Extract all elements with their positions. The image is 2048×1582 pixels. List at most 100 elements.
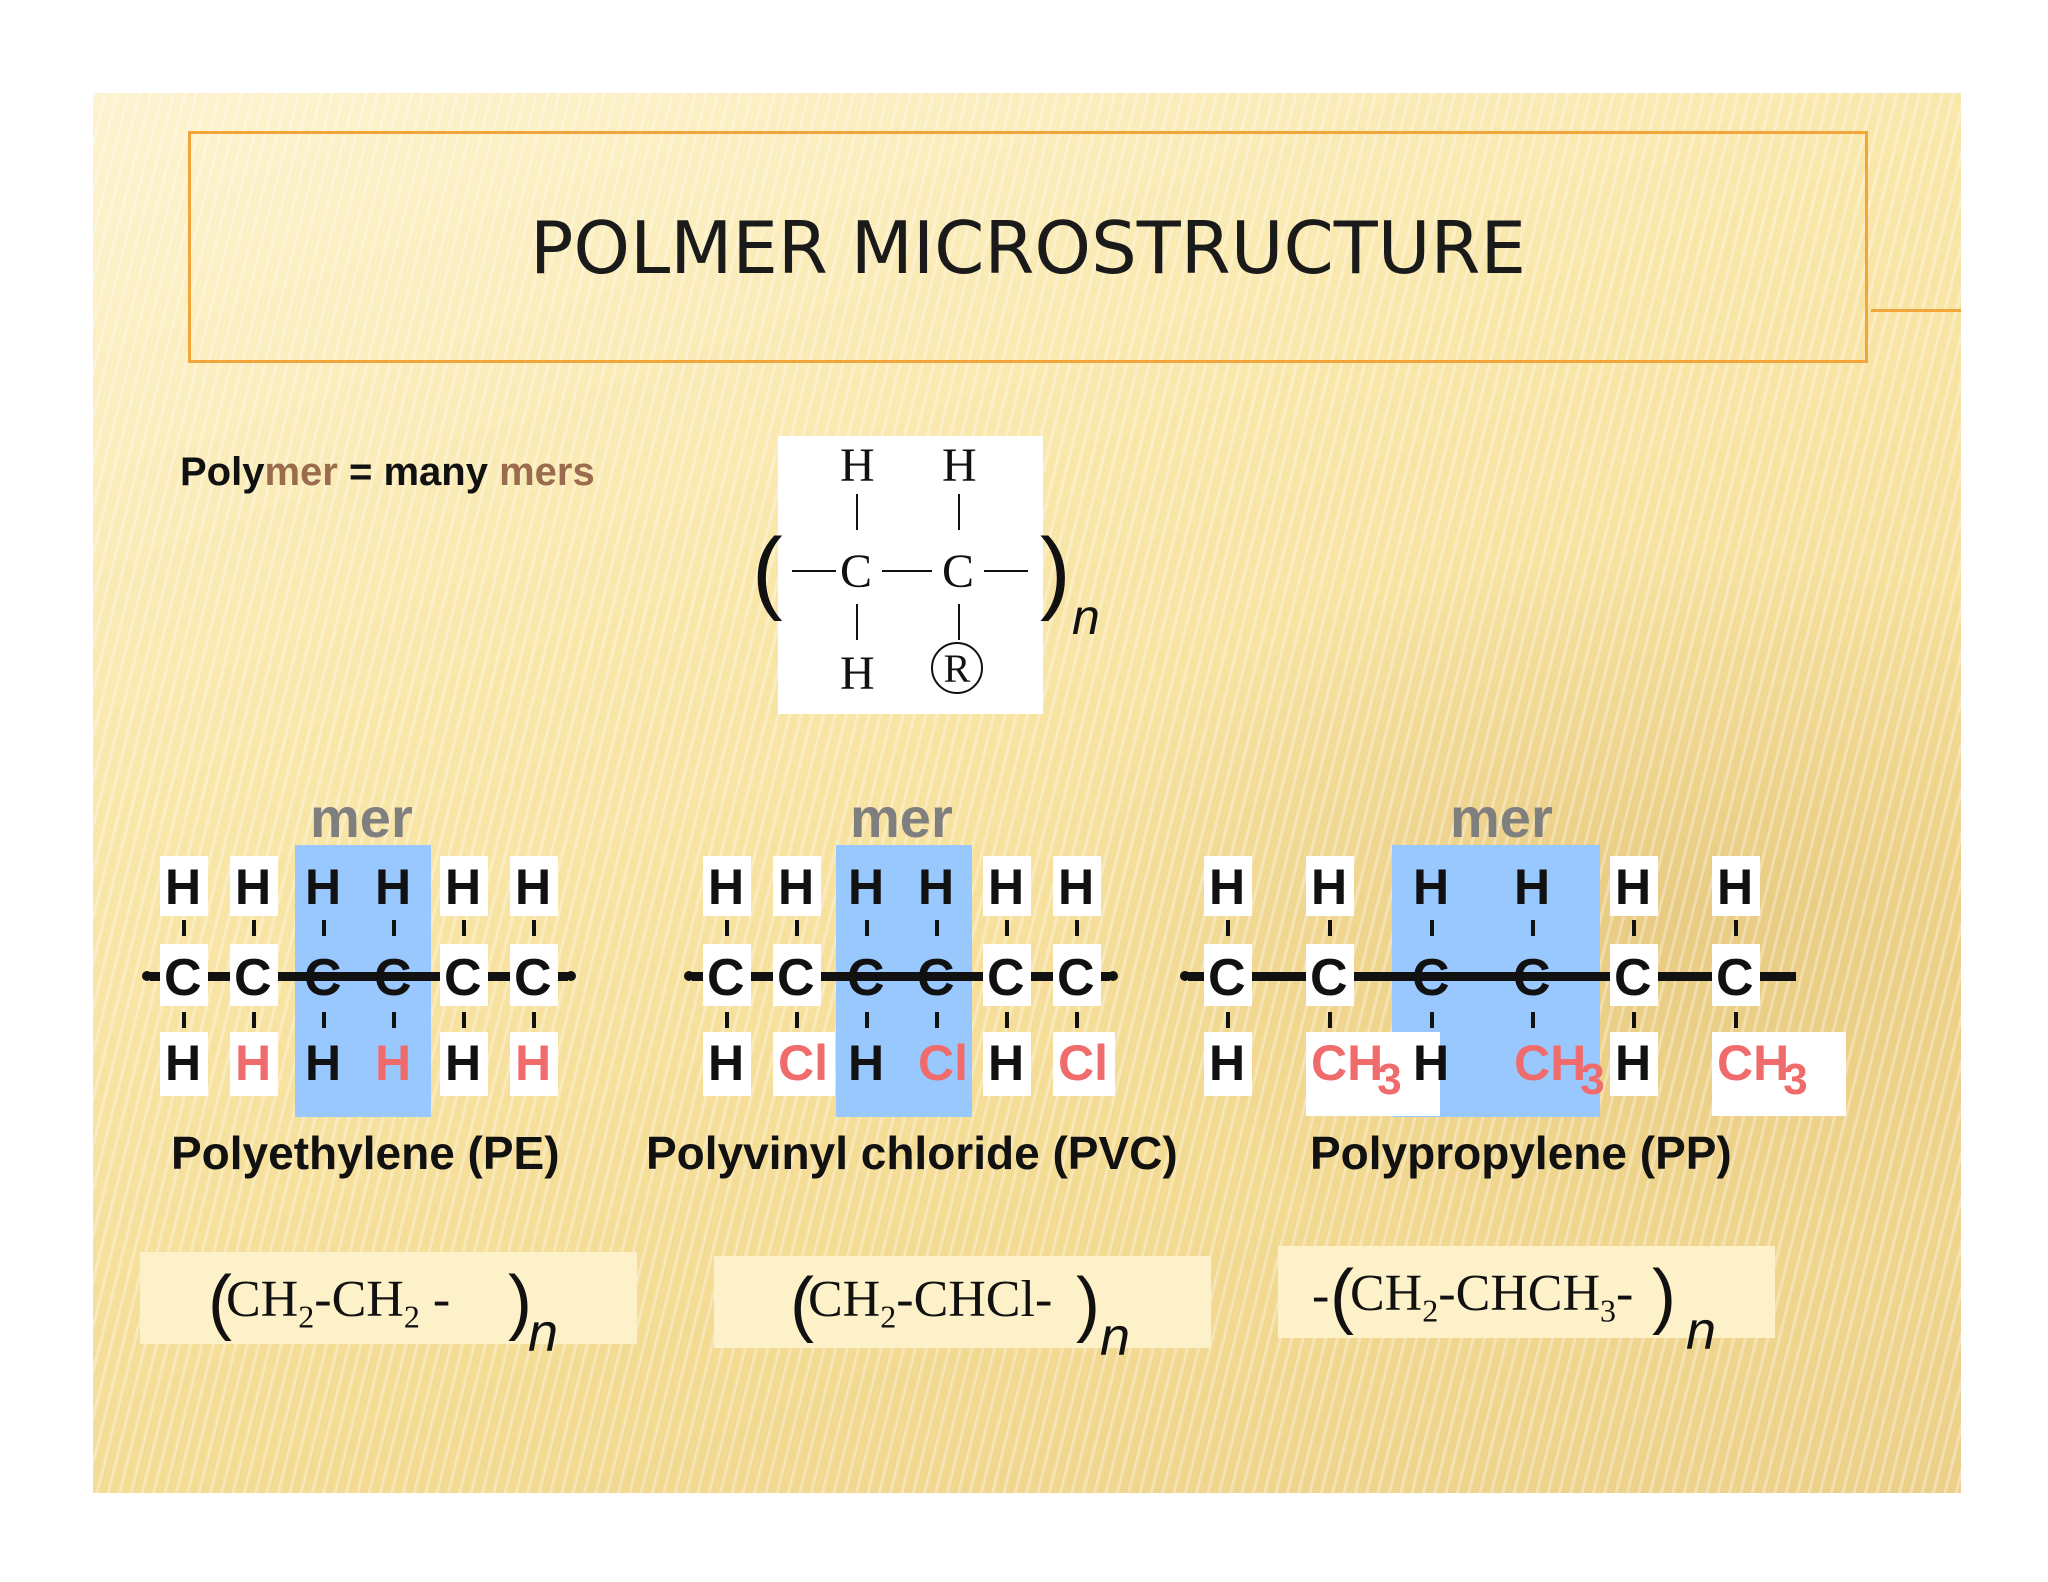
atom-top-h: H (1311, 859, 1348, 915)
atom-substituent: CH3 (1311, 1035, 1408, 1102)
atom-backdrop (160, 856, 208, 916)
atom-carbon: C (1310, 949, 1348, 1007)
vertical-bond (935, 920, 939, 936)
vertical-bond (795, 920, 799, 936)
atom-bottom-h: H (1413, 1035, 1450, 1091)
mer-highlight (836, 845, 972, 1117)
intro-equals: = many (337, 450, 500, 494)
atom-backdrop (1712, 944, 1760, 1006)
ch3-subscript: 3 (1783, 1055, 1808, 1104)
atom-carbon: C (374, 949, 412, 1007)
atom-carbon: C (1513, 949, 1551, 1007)
generic-open-paren: ( (752, 520, 783, 622)
formula-box-pvc (714, 1256, 1211, 1348)
vertical-bond (725, 920, 729, 936)
generic-bond (882, 570, 932, 572)
backbone-bond (150, 972, 568, 981)
vertical-bond (252, 1012, 256, 1028)
atom-bottom-h: H (1209, 1035, 1246, 1091)
generic-top-left-h: H (840, 439, 875, 492)
atom-backdrop (1610, 1032, 1658, 1096)
vertical-bond (865, 1012, 869, 1028)
atom-top-h: H (1413, 859, 1450, 915)
atom-top-h: H (1717, 859, 1754, 915)
atom-top-h: H (305, 859, 342, 915)
vertical-bond (182, 920, 186, 936)
atom-substituent: CH3 (1514, 1038, 1611, 1102)
atom-backdrop (1204, 1032, 1252, 1096)
formula-pp-close-paren: ) (1652, 1256, 1676, 1336)
atom-backdrop (510, 856, 558, 916)
atom-top-h: H (848, 859, 885, 915)
atom-carbon: C (444, 949, 482, 1007)
formula-pp-part: - (1616, 1265, 1634, 1322)
vertical-bond (1531, 920, 1535, 936)
vertical-bond (1226, 920, 1230, 936)
title-frame-connector (1871, 309, 1961, 312)
formula-pe-part: - (419, 1271, 451, 1328)
atom-carbon: C (1614, 949, 1652, 1007)
generic-mer-structure: H H C C H R (778, 436, 1043, 714)
ch-text: CH (1311, 1035, 1384, 1091)
intro-mer: mer (264, 450, 338, 494)
atom-bottom-h: H (445, 1035, 482, 1091)
atom-top-h: H (515, 859, 552, 915)
atom-bottom-h: H (988, 1035, 1025, 1091)
atom-backdrop (1053, 944, 1101, 1006)
atom-carbon: C (1057, 949, 1095, 1007)
vertical-bond (1632, 920, 1636, 936)
atom-top-h: H (778, 859, 815, 915)
vertical-bond (1075, 920, 1079, 936)
vertical-bond (462, 920, 466, 936)
mer-label: mer (850, 786, 953, 849)
formula-pp-part: CH (1350, 1265, 1423, 1322)
atom-top-h: H (918, 859, 955, 915)
formula-pe-close-paren: ) (508, 1262, 532, 1342)
formula-pvc-close-paren: ) (1076, 1264, 1100, 1344)
atom-carbon: C (514, 949, 552, 1007)
atom-top-h: H (1058, 859, 1095, 915)
atom-backdrop (1306, 1032, 1440, 1116)
atom-carbon: C (1208, 949, 1246, 1007)
vertical-bond (1734, 920, 1738, 936)
atom-backdrop (1053, 856, 1101, 916)
formula-pp-sub: 3 (1600, 1292, 1617, 1329)
atom-carbon: C (917, 949, 955, 1007)
formula-pp: CH2-CHCH3- (1350, 1265, 1634, 1329)
chain-end-dot (1180, 971, 1190, 981)
atom-backdrop (703, 856, 751, 916)
atom-top-h: H (375, 859, 412, 915)
formula-box-pp (1278, 1246, 1775, 1338)
atom-backdrop (773, 1032, 835, 1096)
formula-pvc-part: - (1034, 1271, 1053, 1328)
formula-pp-sub: 2 (1422, 1292, 1439, 1329)
atom-carbon: C (234, 949, 272, 1007)
generic-bond (856, 604, 858, 640)
generic-subscript-n: n (1072, 589, 1100, 645)
atom-carbon: C (1716, 949, 1754, 1007)
formula-pp-part: -CHCH (1438, 1265, 1601, 1322)
atom-bottom-h: H (1615, 1035, 1652, 1091)
formula-pe-sub: 2 (298, 1298, 315, 1335)
vertical-bond (1328, 920, 1332, 936)
atom-backdrop (773, 944, 821, 1006)
vertical-bond (1632, 1012, 1636, 1028)
vertical-bond (935, 1012, 939, 1028)
vertical-bond (795, 1012, 799, 1028)
atom-top-h: H (988, 859, 1025, 915)
atom-carbon: C (164, 949, 202, 1007)
atom-top-h: H (445, 859, 482, 915)
atom-substituent: Cl (918, 1035, 968, 1091)
vertical-bond (392, 1012, 396, 1028)
vertical-bond (322, 920, 326, 936)
atom-backdrop (440, 856, 488, 916)
generic-left-carbon: C (840, 545, 873, 598)
atom-bottom-h: H (305, 1035, 342, 1091)
vertical-bond (532, 920, 536, 936)
atom-backdrop (983, 856, 1031, 916)
atom-bottom-h: H (848, 1035, 885, 1091)
formula-pp-n: n (1686, 1301, 1717, 1361)
atom-top-h: H (1209, 859, 1246, 915)
atom-backdrop (983, 944, 1031, 1006)
formula-pvc-part: CH (808, 1271, 881, 1328)
